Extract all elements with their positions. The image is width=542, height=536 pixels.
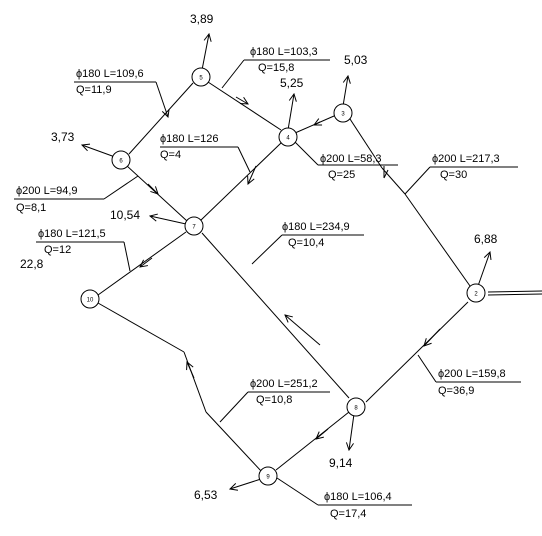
pipe-5-6 bbox=[74, 81, 194, 155]
node-2: 2 bbox=[466, 283, 486, 303]
external-flow-8: 9,14 bbox=[329, 456, 353, 470]
external-flow-2: 6,88 bbox=[474, 232, 498, 246]
external-flow-6: 3,73 bbox=[51, 130, 75, 144]
pipe-3-4-flow: Q=25 bbox=[328, 169, 355, 181]
external-flow-3: 5,03 bbox=[344, 53, 368, 67]
pipe-8-9 bbox=[275, 411, 412, 506]
node-4-label: 4 bbox=[286, 136, 290, 142]
pipe-5-6-spec: ϕ180 L=109,6 bbox=[76, 68, 144, 80]
pipe-7-10 bbox=[36, 231, 187, 296]
pipe-9-10 bbox=[97, 302, 330, 473]
pipe-3-4 bbox=[293, 115, 398, 166]
node-2-label: 2 bbox=[474, 292, 478, 298]
pipe-4-5-flow: Q=15,8 bbox=[258, 62, 294, 74]
node-5-label: 5 bbox=[199, 76, 203, 82]
pipe-2-3-flow: Q=30 bbox=[440, 169, 467, 181]
pipe-2-8-spec: ϕ200 L=159,8 bbox=[438, 368, 506, 380]
pipe-8-9-spec: ϕ180 L=106,4 bbox=[324, 491, 392, 503]
pipe-8-9-flow: Q=17,4 bbox=[330, 508, 366, 520]
node-6-label: 6 bbox=[119, 159, 123, 165]
pipe-6-7-flow: Q=8,1 bbox=[16, 202, 46, 214]
external-arrows bbox=[82, 34, 490, 489]
pipe-2-8 bbox=[365, 301, 521, 403]
pipe-6-7-spec: ϕ200 L=94,9 bbox=[16, 185, 78, 197]
node-3-label: 3 bbox=[341, 112, 345, 118]
node-6: 6 bbox=[111, 150, 131, 170]
pipe-7-10-flow: Q=12 bbox=[44, 244, 71, 256]
node-7-label: 7 bbox=[192, 225, 196, 231]
node-9-label: 9 bbox=[266, 475, 270, 481]
external-flow-4: 5,25 bbox=[280, 76, 304, 90]
node-5: 5 bbox=[191, 67, 211, 87]
pipe-9-10-spec: ϕ200 L=251,2 bbox=[250, 378, 318, 390]
pipe-8-7-flow: Q=10,4 bbox=[288, 237, 324, 249]
node-7: 7 bbox=[184, 216, 204, 236]
pipe-2-8-flow: Q=36,9 bbox=[438, 385, 474, 397]
external-flow-10: 22,8 bbox=[20, 257, 44, 271]
pipe-2-3-spec: ϕ200 L=217,3 bbox=[432, 153, 500, 165]
pipe-7-10-spec: ϕ180 L=121,5 bbox=[38, 228, 106, 240]
pipe-8-7-spec: ϕ180 L=234,9 bbox=[282, 221, 350, 233]
pipe-3-4-spec: ϕ200 L=58,3 bbox=[320, 153, 382, 165]
node-10: 10 bbox=[80, 289, 100, 309]
node-3: 3 bbox=[333, 103, 353, 123]
external-flow-5: 3,89 bbox=[190, 12, 214, 26]
external-flow-7: 10,54 bbox=[110, 208, 140, 222]
node-8-label: 8 bbox=[354, 406, 358, 412]
pipe-9-10-flow: Q=10,8 bbox=[256, 394, 292, 406]
pipe-5-6-flow: Q=11,9 bbox=[76, 84, 112, 96]
pipe-4-7-flow: Q=4 bbox=[160, 149, 181, 161]
pipe-4-7 bbox=[160, 142, 282, 222]
pipe-6-7 bbox=[14, 165, 188, 222]
pipe-4-7-spec: ϕ180 L=126 bbox=[160, 133, 218, 145]
node-4: 4 bbox=[278, 127, 298, 147]
pipe-4-5-spec: ϕ180 L=103,3 bbox=[250, 46, 318, 58]
pipe-4-5 bbox=[207, 59, 330, 131]
node-9: 9 bbox=[258, 466, 278, 486]
main-feed-pipe bbox=[487, 290, 542, 296]
external-flow-9: 6,53 bbox=[194, 488, 218, 502]
pipe-2-3 bbox=[349, 118, 518, 287]
pipe-8-7 bbox=[201, 232, 364, 399]
node-10-label: 10 bbox=[87, 298, 94, 304]
node-8: 8 bbox=[346, 397, 366, 417]
